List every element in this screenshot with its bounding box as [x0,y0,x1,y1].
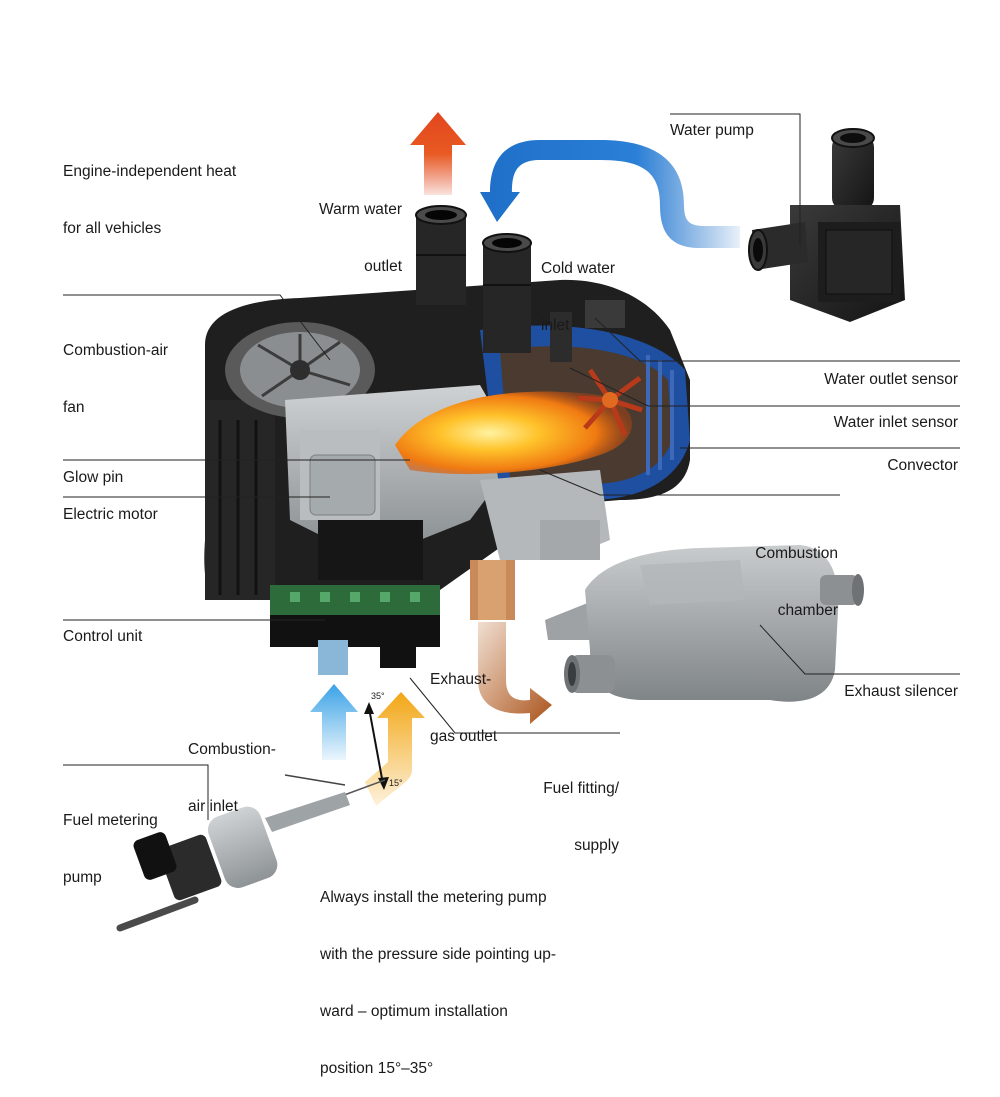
note-line-3: ward – optimum installation [320,1002,556,1021]
label-warm-water-outlet: Warm water outlet [300,162,402,295]
combustion-air-arrow [310,684,358,760]
angle-label-35: 35° [371,691,385,701]
label-control-unit: Control unit [63,627,142,646]
heater-diagram: Engine-independent heat for all vehicles… [0,0,1000,1000]
label-glow-pin: Glow pin [63,468,123,487]
heater-housing [204,206,690,620]
label-combustion-chamber: Combustion chamber [700,506,838,639]
cold-water-pipe [483,234,531,353]
intro-text: Engine-independent heat for all vehicles [63,124,236,257]
label-exhaust-gas-outlet: Exhaust- gas outlet [430,632,497,765]
label-fuel-metering-pump: Fuel metering pump [63,773,158,906]
note-line-2: with the pressure side pointing up- [320,945,556,964]
label-water-inlet-sensor: Water inlet sensor [760,413,958,432]
installation-note: Always install the metering pump with th… [320,850,556,1097]
angle-label-15: 15° [389,778,403,788]
label-cold-water-inlet: Cold water inlet [541,221,615,354]
warm-water-pipe [416,206,466,305]
label-combustion-air-fan: Combustion-air fan [63,303,168,436]
label-exhaust-silencer: Exhaust silencer [760,682,958,701]
intro-line-1: Engine-independent heat [63,162,236,181]
label-water-pump: Water pump [670,121,754,140]
intro-line-2: for all vehicles [63,219,236,238]
fuel-arrow [365,692,425,806]
note-line-4: position 15°–35° [320,1059,556,1078]
label-water-outlet-sensor: Water outlet sensor [760,370,958,389]
warm-water-arrow [410,112,466,195]
label-combustion-air-inlet: Combustion- air inlet [188,702,276,835]
water-pump [749,129,905,322]
note-line-1: Always install the metering pump [320,888,556,907]
label-convector: Convector [760,456,958,475]
label-electric-motor: Electric motor [63,505,158,524]
